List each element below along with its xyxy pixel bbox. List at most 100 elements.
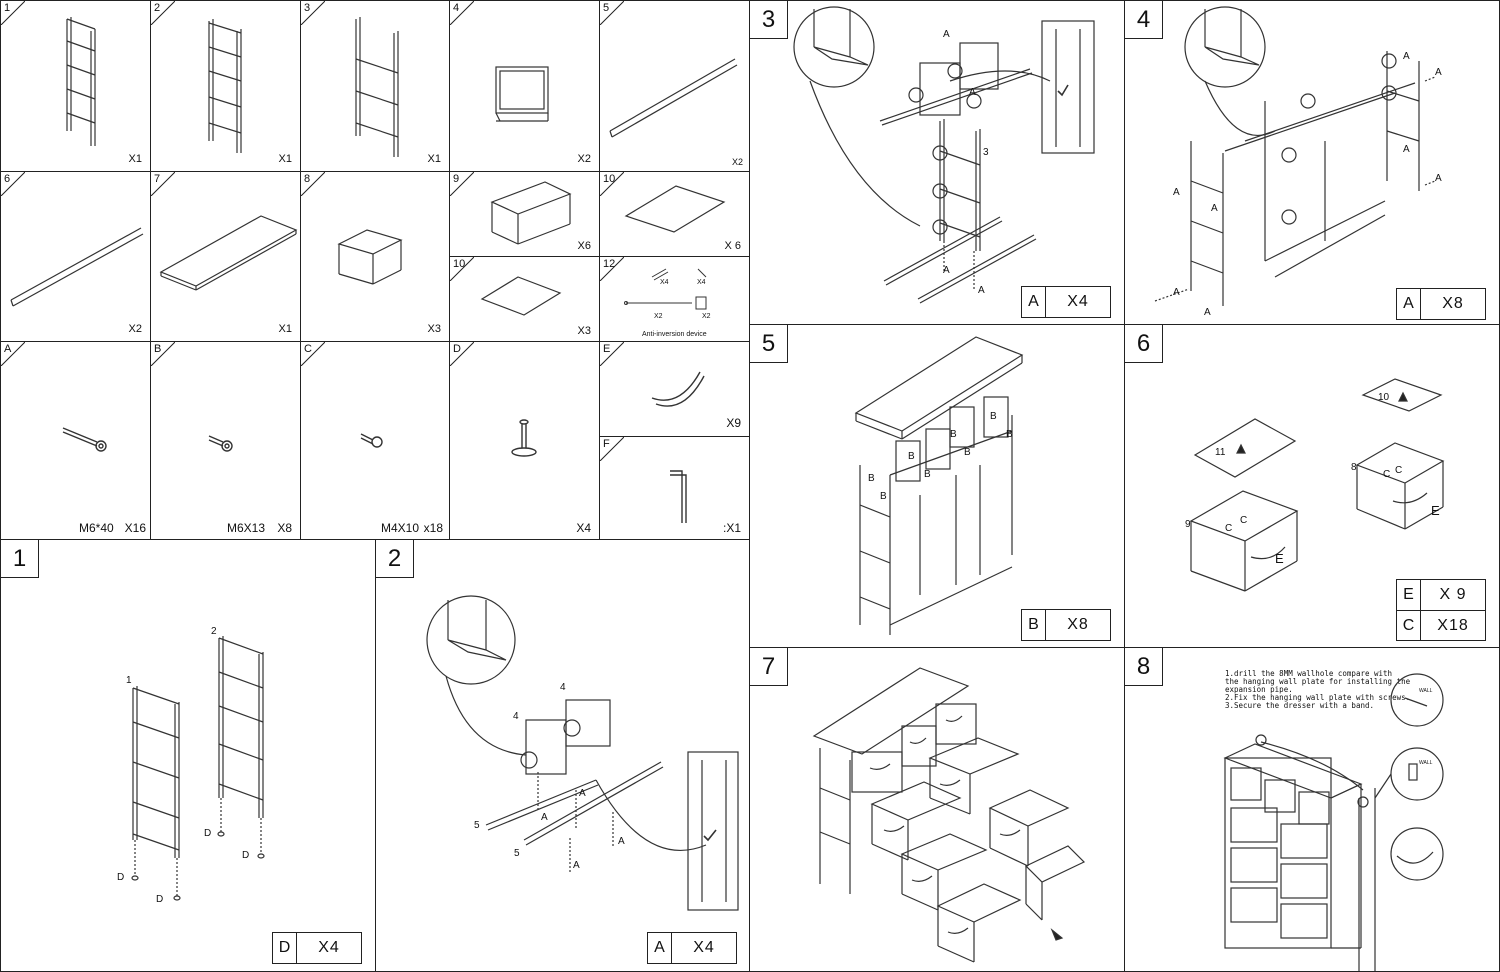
kit-quantity: X2 xyxy=(702,313,711,320)
callout-label: 5 xyxy=(514,848,520,859)
callout-label: A xyxy=(541,812,548,823)
part-number: 4 xyxy=(453,2,460,14)
part-cell-5: 5 X2 xyxy=(599,0,750,172)
part-number: 7 xyxy=(154,173,161,185)
corner-marker-icon xyxy=(450,172,474,196)
callout-label: 10 xyxy=(1378,392,1390,403)
hardware-quantity: X8 xyxy=(277,521,292,535)
corner-marker-icon xyxy=(1,342,25,366)
callout-label: B xyxy=(924,469,931,480)
callout-label: A xyxy=(1173,187,1180,198)
hardware-letter: A xyxy=(4,343,12,355)
part-cell-9: 9 X6 xyxy=(449,171,600,257)
callout-label: A xyxy=(969,87,976,98)
large-drawer-illustration xyxy=(490,181,572,245)
step-2-illustration xyxy=(426,595,739,911)
step-number: 7 xyxy=(750,648,788,686)
callout-label: A xyxy=(1403,144,1410,155)
step-7-panel: 7 xyxy=(749,647,1125,972)
callout-label: B xyxy=(990,411,997,422)
ladder-frame-illustration xyxy=(355,17,399,157)
callout-label: C xyxy=(1225,523,1233,534)
hardware-table: D X4 xyxy=(272,932,362,964)
hardware-letter: E xyxy=(603,343,611,355)
corner-marker-icon xyxy=(1,1,25,25)
callout-label: A xyxy=(618,836,625,847)
wall-label: WALL xyxy=(1419,760,1433,766)
part-quantity: X 6 xyxy=(724,240,741,252)
hardware-letter: F xyxy=(603,438,610,450)
hardware-size: M6*40 xyxy=(79,521,114,535)
hardware-size: M6X13 xyxy=(227,521,266,535)
part-cell-1: 1 X1 xyxy=(0,0,151,172)
hardware-letter: B xyxy=(154,343,162,355)
part-number: 6 xyxy=(4,173,11,185)
hardware-cell-e: E X9 xyxy=(599,341,750,437)
part-number: 8 xyxy=(304,173,311,185)
callout-label: E xyxy=(1431,503,1440,518)
kit-quantity: X2 xyxy=(654,313,663,320)
callout-label: C xyxy=(1383,469,1391,480)
hex-key-icon xyxy=(670,470,687,523)
part-quantity: X1 xyxy=(278,153,292,165)
callout-label: C xyxy=(1240,515,1248,526)
part-number: 2 xyxy=(154,2,161,14)
rod-illustration xyxy=(10,227,144,307)
handle-icon xyxy=(651,371,705,407)
step-number: 1 xyxy=(1,540,39,578)
step-8-panel: 8 1.drill the 8MM wallhole compare with … xyxy=(1124,647,1500,972)
part-number: 5 xyxy=(603,2,610,14)
part-quantity: X3 xyxy=(577,325,591,337)
corner-marker-icon xyxy=(600,257,624,281)
hardware-key: A xyxy=(1022,287,1046,317)
hardware-quantity: X4 xyxy=(576,521,591,535)
ladder-frame-illustration xyxy=(66,17,96,146)
part-quantity: X2 xyxy=(577,153,591,165)
hardware-key: A xyxy=(648,933,672,963)
corner-marker-icon xyxy=(600,172,624,196)
corner-marker-icon xyxy=(450,342,474,366)
callout-label: 2 xyxy=(211,626,217,637)
part-cell-2: 2 X1 xyxy=(150,0,301,172)
callout-label: A xyxy=(1173,287,1180,298)
hardware-count: X4 xyxy=(318,939,340,956)
hardware-key: D xyxy=(273,933,297,963)
callout-label: B xyxy=(868,473,875,484)
leveling-foot-icon xyxy=(511,419,537,457)
step-5-illustration xyxy=(854,336,1024,635)
callout-label: A xyxy=(978,285,985,296)
hardware-cell-d: D X4 xyxy=(449,341,600,540)
part-cell-11: 10 X3 xyxy=(449,256,600,342)
step-4-illustration xyxy=(1154,6,1436,306)
hardware-key: C xyxy=(1397,611,1421,640)
wall-label: WALL xyxy=(1419,688,1433,694)
part-cell-4: 4 X2 xyxy=(449,0,600,172)
corner-marker-icon xyxy=(450,1,474,25)
step-number: 3 xyxy=(750,1,788,39)
callout-label: D xyxy=(204,828,212,839)
callout-label: 11 xyxy=(1215,447,1226,458)
part-cell-8: 8 X3 xyxy=(300,171,450,342)
hardware-key: A xyxy=(1397,289,1421,319)
callout-label: B xyxy=(1006,429,1013,440)
callout-label: 1 xyxy=(126,675,132,686)
part-number: 9 xyxy=(453,173,460,185)
callout-label: A xyxy=(1204,307,1211,318)
corner-marker-icon xyxy=(450,257,474,281)
step-number: 8 xyxy=(1125,648,1163,686)
corner-marker-icon xyxy=(600,1,624,25)
step-8-illustration xyxy=(1223,673,1444,971)
callout-label: A xyxy=(579,788,586,799)
hardware-count: X18 xyxy=(1437,616,1469,634)
hardware-cell-f: F :X1 xyxy=(599,436,750,540)
corner-marker-icon xyxy=(600,437,624,461)
screw-icon xyxy=(360,433,383,448)
part-quantity: X1 xyxy=(278,323,292,335)
part-number: 12 xyxy=(603,258,616,270)
